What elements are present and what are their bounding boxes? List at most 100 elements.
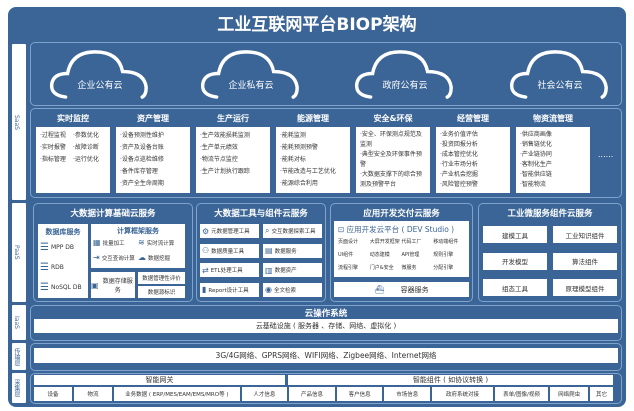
module-title: 生产运行 <box>217 114 249 123</box>
source-item: 其它 <box>590 387 613 401</box>
module-title: 资产管理 <box>137 114 169 123</box>
dev-item[interactable]: 微服务 <box>401 265 417 271</box>
dev-item[interactable]: 流程引擎 <box>338 265 359 271</box>
module-item[interactable]: ·资产全生命周期 <box>120 180 164 187</box>
network-bar: 3G/4G网络、GPRS网络、WIFI网络、Zigbee网络、Internet网… <box>34 348 618 363</box>
dev-item[interactable]: 代码工厂 <box>401 239 422 245</box>
module-item[interactable]: ·大数据支撑下的综合预测及预警平台 <box>360 171 422 188</box>
dev-item[interactable]: 规则引擎 <box>433 252 454 258</box>
tool-0[interactable]: ⚙元数据管理工具 <box>200 224 259 238</box>
module-item[interactable]: ·故障诊断 <box>73 144 99 151</box>
tool-7[interactable]: ◉全文检索 <box>263 282 322 297</box>
tool-1[interactable]: ⌕交互数据探索工具 <box>263 224 322 238</box>
compute-item[interactable]: ⇥交互查询计算 <box>93 251 138 266</box>
module-item[interactable]: ·指标管理 <box>40 156 66 163</box>
module-item[interactable]: ·实时报警 <box>40 144 66 151</box>
module-item[interactable]: ·供应商画像 <box>520 131 552 138</box>
module-item[interactable]: ·设备点巡检维修 <box>120 156 164 163</box>
module-item[interactable]: ·业务价值评估 <box>440 131 478 138</box>
module-item[interactable]: ·能耗对标 <box>280 156 306 163</box>
module-box: ·业务价值评估 ·投资回报分析 ·成本管控优化 ·行业市场分析 ·产业机会挖掘 ·风险管控… <box>436 127 510 193</box>
layer-label-saas: SaaS <box>12 44 26 200</box>
label: 数据质量工具 <box>211 248 245 255</box>
dev-item[interactable]: UI组件 <box>338 252 354 258</box>
dev-item[interactable]: 大屏开发框架 <box>369 239 400 245</box>
container-service[interactable]: ⛴容器服务 <box>334 282 469 297</box>
compute-item[interactable]: ≋实时流计算 <box>138 236 183 251</box>
group-title: 大数据计算基础云服务 <box>70 209 156 219</box>
label: 实时流计算 <box>146 241 175 247</box>
module-item[interactable]: ·备件库存管理 <box>120 168 158 175</box>
module-item[interactable]: ·能耗预测预警 <box>280 144 318 151</box>
module-title: 物资流管理 <box>533 114 573 123</box>
microservice-1[interactable]: 工业知识组件 <box>553 226 617 243</box>
module-item[interactable]: ·智能供应链 <box>520 171 552 178</box>
cloud-3[interactable]: 社会公有云 <box>505 46 615 102</box>
label: 交互查询计算 <box>101 256 135 262</box>
module-item[interactable]: ·安全、环保测点规范及监测 <box>360 131 422 148</box>
source-item: 人才信息 <box>241 387 288 401</box>
module-item[interactable]: ·成本管控优化 <box>440 151 478 158</box>
microservice-2[interactable]: 开发模型 <box>483 252 547 270</box>
tool-icon: ▥ <box>265 265 273 275</box>
dev-studio-platform: ⊡ 应用开发云平台 ( DEV Studio ) 页面设计大屏开发框架代码工厂移… <box>334 221 469 277</box>
db-item[interactable]: ☰MPP DB <box>40 238 86 258</box>
label: RDB <box>50 264 64 271</box>
module-item[interactable]: ·典型安全及环保事件预警 <box>360 151 422 168</box>
db-item[interactable]: ☰RDB <box>40 258 86 278</box>
dev-item[interactable]: 移动端组件 <box>433 239 459 245</box>
label: 应用开发云平台 ( DEV Studio ) <box>346 225 455 234</box>
cloud-1[interactable]: 企业私有云 <box>196 46 306 102</box>
tool-3[interactable]: ▤数据服务 <box>263 243 322 258</box>
tool-4[interactable]: ⇄ETL处理工具 <box>200 263 259 277</box>
microservice-3[interactable]: 算法组件 <box>553 252 617 270</box>
module-item[interactable]: ·物流节点监控 <box>200 156 238 163</box>
paas-group-bigdata-tools <box>196 203 326 302</box>
module-item[interactable]: ·运行优化 <box>73 156 99 163</box>
module-item[interactable]: ·产业链协同 <box>520 151 552 158</box>
module-item[interactable]: ·销售链优化 <box>520 141 552 148</box>
module-item[interactable]: ·风险管控预警 <box>440 181 478 188</box>
group-title: 大数据工具与组件云服务 <box>214 209 308 219</box>
module-item[interactable]: ·投资回报分析 <box>440 141 478 148</box>
data-storage-service[interactable]: ▣数据存储服务 <box>91 272 135 298</box>
tool-2[interactable]: ⚇数据质量工具 <box>200 243 259 258</box>
module-item[interactable]: ·资产及设备台账 <box>120 144 164 151</box>
compute-item[interactable]: ▦批量加工 <box>93 236 138 251</box>
smart-gateway: 智能网关 <box>34 375 285 385</box>
dev-item[interactable]: 分配引擎 <box>433 265 454 271</box>
module-item[interactable]: ·智能物流 <box>520 181 546 188</box>
tool-6[interactable]: ▮Report设计工具 <box>200 282 259 297</box>
cloud-0[interactable]: 企业公有云 <box>45 46 155 102</box>
module-item[interactable]: ·能耗监测 <box>280 132 306 139</box>
module-item[interactable]: ·生产效能损耗监测 <box>200 132 250 139</box>
page-title: 工业互联网平台BIOP架构 <box>217 15 417 35</box>
module-item[interactable]: ·生产计划执行跟踪 <box>200 168 250 175</box>
dev-item[interactable]: 门户&安全 <box>369 265 394 271</box>
microservice-4[interactable]: 组态工具 <box>483 279 547 296</box>
module-item[interactable]: ·节能改造与工艺优化 <box>280 168 336 175</box>
tool-5[interactable]: ▥数据资产 <box>263 263 322 277</box>
module-item[interactable]: ·生产单元绩效 <box>200 144 238 151</box>
dev-item[interactable]: 页面设计 <box>338 239 359 245</box>
microservice-5[interactable]: 原理模型组件 <box>553 279 617 296</box>
dev-item[interactable]: API管理 <box>401 252 420 258</box>
data-eval[interactable]: 数据管理性评价 <box>138 272 185 284</box>
dev-item[interactable]: 动态建模 <box>369 252 390 258</box>
cloud-2[interactable]: 政府公有云 <box>350 46 460 102</box>
module-item[interactable]: ·能源综合利用 <box>280 180 318 187</box>
db-item[interactable]: ☰NoSQL DB <box>40 278 86 298</box>
layer-text: 采集层 <box>13 379 20 397</box>
database-icon: ☰ <box>40 282 49 293</box>
data-source-id[interactable]: 数据源标识 <box>138 286 185 298</box>
module-item[interactable]: ·行业市场分析 <box>440 161 478 168</box>
saas-panel <box>30 108 622 198</box>
module-item[interactable]: ·客制化生产 <box>520 161 552 168</box>
compute-item[interactable]: ☁数据挖掘 <box>138 251 183 266</box>
module-item[interactable]: ·产业机会挖掘 <box>440 171 478 178</box>
module-item[interactable]: ·过程监视 <box>40 132 66 139</box>
microservice-0[interactable]: 建模工具 <box>483 226 547 243</box>
module-item[interactable]: ·参数优化 <box>73 132 99 139</box>
cloud-icon <box>354 50 453 99</box>
module-item[interactable]: ·设备预测性维护 <box>120 132 164 139</box>
